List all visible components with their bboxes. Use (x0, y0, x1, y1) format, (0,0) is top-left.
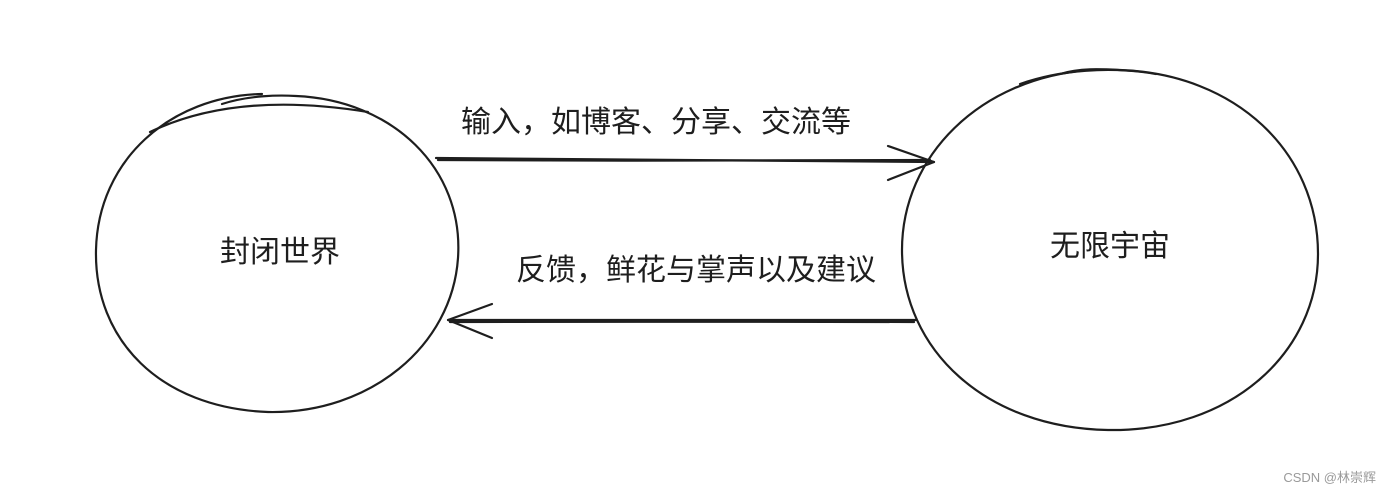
edge-feedback-arrowhead (446, 302, 494, 340)
watermark-text: CSDN @林崇辉 (1283, 470, 1376, 485)
node-infinite-universe-circle-overdraw (1018, 68, 1158, 86)
edge-feedback: 反馈，鲜花与掌声以及建议 (446, 253, 918, 340)
node-closed-world-circle-overdraw (148, 103, 370, 134)
node-closed-world-circle (94, 92, 460, 414)
node-infinite-universe: 无限宇宙 (900, 68, 1320, 432)
edge-input: 输入，如博客、分享、交流等 (434, 105, 936, 182)
edge-input-label: 输入，如博客、分享、交流等 (461, 105, 851, 140)
node-closed-world: 封闭世界 (94, 92, 460, 414)
node-infinite-universe-circle (900, 68, 1320, 432)
edge-input-arrowhead (886, 144, 936, 182)
edge-feedback-label: 反馈，鲜花与掌声以及建议 (516, 253, 876, 288)
node-infinite-universe-label: 无限宇宙 (1050, 229, 1170, 264)
node-closed-world-label: 封闭世界 (220, 235, 340, 270)
edge-input-line-overdraw (436, 158, 932, 162)
